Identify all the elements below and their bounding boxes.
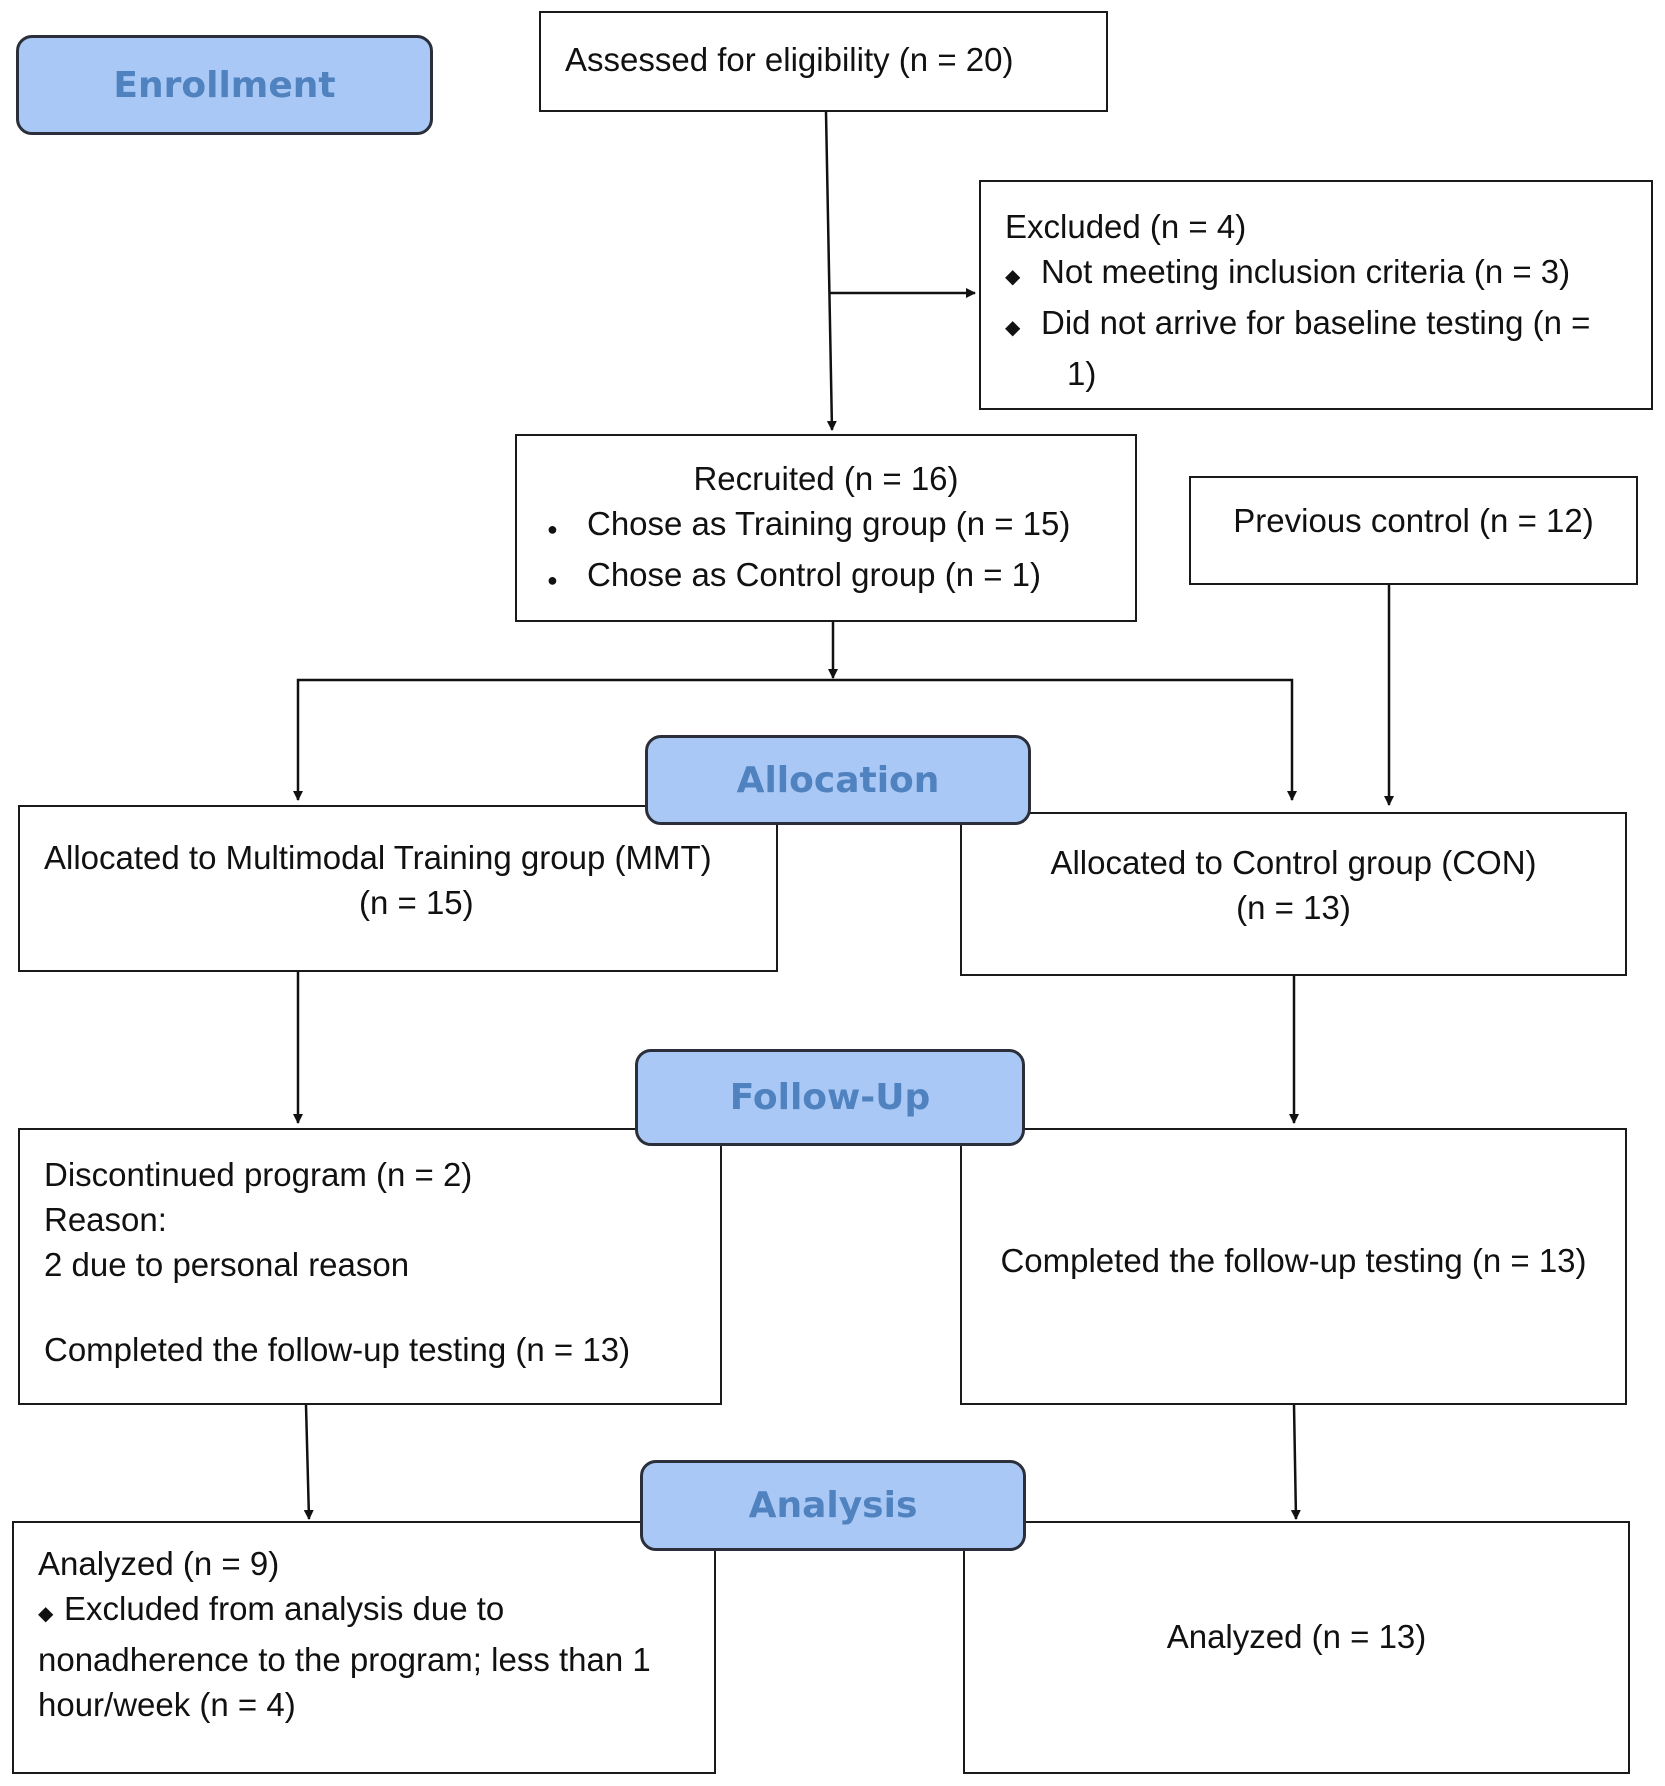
diamond-bullet-icon: ◆ [1005,266,1021,288]
arrow-split-to-mmt [293,678,833,801]
round-bullet-icon: ● [547,570,558,590]
excluded-item: ◆Did not arrive for baseline testing (n … [1005,300,1651,351]
followup-con-text: Completed the follow-up testing (n = 13) [1000,1242,1587,1279]
diamond-bullet-icon: ◆ [38,1603,54,1625]
allocated-mmt-line2: (n = 15) [359,884,474,921]
analysis-con-box: Analyzed (n = 13) [963,1521,1630,1774]
stage-label-follow-up: Follow-Up [635,1049,1025,1146]
followup-mmt-line2: Reason: [44,1201,167,1238]
analysis-mmt-line3: nonadherence to the program; less than 1 [38,1641,651,1678]
assessed-box: Assessed for eligibility (n = 20) [539,11,1108,112]
analysis-mmt-line4: hour/week (n = 4) [38,1686,296,1723]
round-bullet-icon: ● [547,519,558,539]
allocated-mmt-box: Allocated to Multimodal Training group (… [18,805,778,972]
stage-label-allocation: Allocation [645,735,1031,825]
followup-mmt-line4: Completed the follow-up testing (n = 13) [44,1331,631,1368]
followup-mmt-line1: Discontinued program (n = 2) [44,1156,473,1193]
arrow-assessed-to-recruited [824,111,837,431]
diamond-bullet-icon: ◆ [1005,317,1021,339]
followup-mmt-line3: 2 due to personal reason [44,1246,410,1283]
allocated-mmt-line1: Allocated to Multimodal Training group (… [44,839,712,876]
recruited-title: Recruited (n = 16) [693,460,959,497]
previous-control-box: Previous control (n = 12) [1189,476,1638,585]
followup-mmt-box: Discontinued program (n = 2) Reason: 2 d… [18,1128,722,1405]
stage-label-enrollment: Enrollment [16,35,433,135]
allocated-con-box: Allocated to Control group (CON) (n = 13… [960,812,1627,976]
recruited-item: ●Chose as Training group (n = 15) [547,501,1135,552]
assessed-text: Assessed for eligibility (n = 20) [565,41,1014,78]
arrow-split-to-con [833,678,1297,801]
recruited-item: ●Chose as Control group (n = 1) [547,552,1135,603]
arrow-mmt-followup-to-analysis [303,1404,314,1520]
allocated-con-line2: (n = 13) [1236,889,1351,926]
excluded-box: Excluded (n = 4) ◆Not meeting inclusion … [979,180,1653,410]
excluded-item-continuation: 1) [1067,355,1097,392]
analysis-mmt-box: Analyzed (n = 9) ◆Excluded from analysis… [12,1521,716,1774]
allocated-con-line1: Allocated to Control group (CON) [1050,844,1537,881]
excluded-item: ◆Not meeting inclusion criteria (n = 3) [1005,249,1651,300]
arrow-con-followup-to-analysis [1290,1404,1301,1520]
previous-control-text: Previous control (n = 12) [1233,502,1594,539]
excluded-title: Excluded (n = 4) [1005,208,1247,245]
followup-con-box: Completed the follow-up testing (n = 13) [960,1128,1627,1405]
recruited-box: Recruited (n = 16) ●Chose as Training gr… [515,434,1137,622]
analysis-con-text: Analyzed (n = 13) [1166,1618,1427,1655]
analysis-mmt-item: ◆Excluded from analysis due to [38,1586,714,1637]
analysis-mmt-line1: Analyzed (n = 9) [38,1545,280,1582]
stage-label-analysis: Analysis [640,1460,1026,1551]
